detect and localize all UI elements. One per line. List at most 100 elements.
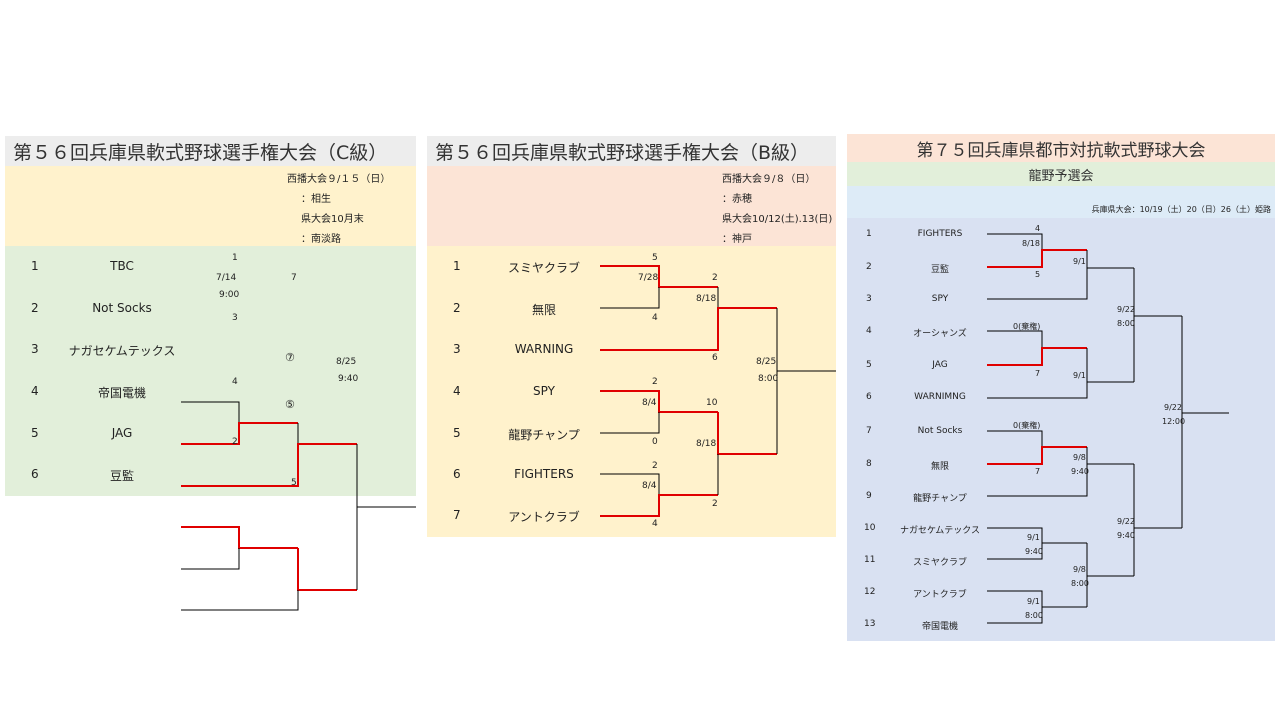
- bracket-line-winner: [600, 390, 718, 413]
- bracket-line: [987, 382, 1088, 399]
- match-time: 9:00: [219, 290, 240, 300]
- match-date: 9/22: [1117, 517, 1135, 526]
- seed-number: 13: [864, 619, 876, 629]
- info-line: 西播大会９/１５（日）: [287, 174, 391, 185]
- bracket-line: [600, 412, 660, 434]
- match-date: 8/18: [696, 439, 717, 449]
- team-name: JAG: [111, 426, 133, 440]
- info-line: ：赤穂: [722, 194, 752, 205]
- team-name: 無限: [930, 462, 949, 472]
- match-date: 8/4: [642, 481, 657, 491]
- match-time: 8:00: [1025, 611, 1043, 620]
- match-date: 9/8: [1073, 453, 1086, 462]
- match-time: 8:00: [1117, 319, 1135, 328]
- seed-number: 5: [31, 426, 39, 440]
- team-name: JAG: [932, 360, 948, 370]
- info-line: 兵庫県大会：10/19（土）20（日）26（土）姫路: [1091, 205, 1271, 214]
- seed-number: 5: [453, 426, 461, 440]
- match-time: 9:40: [1117, 531, 1135, 540]
- match-date: 8/25: [756, 357, 777, 367]
- team-name: ナガセケムテックス: [899, 526, 981, 536]
- team-name: FIGHTERS: [514, 467, 574, 481]
- score: 2: [712, 273, 718, 283]
- bracket-line: [1086, 348, 1134, 383]
- bracket-lines: [181, 401, 416, 611]
- bracket-lines: [987, 233, 1229, 624]
- match-date: 9/22: [1117, 305, 1135, 314]
- score: 4: [232, 377, 238, 387]
- match-date: 8/4: [642, 398, 657, 408]
- match-time: 8:00: [758, 374, 779, 384]
- score: 10: [706, 398, 718, 408]
- score: 7: [1035, 467, 1041, 476]
- info-box: 兵庫県大会：10/19（土）20（日）26（土）姫路: [847, 186, 1275, 218]
- match-date: 8/18: [696, 294, 717, 304]
- score: 4: [652, 519, 658, 529]
- bracket-line: [987, 233, 1043, 250]
- bracket-line-winner: [181, 526, 298, 549]
- bracket-line-winner: [181, 443, 357, 487]
- score: 5: [1035, 270, 1041, 279]
- bracket-line: [181, 548, 240, 570]
- info-line: ：南淡路: [301, 234, 341, 245]
- seed-number: 1: [866, 229, 872, 239]
- match-date: 7/14: [216, 273, 237, 283]
- panel-city-tournament: 第７５回兵庫県都市対抗軟式野球大会 龍野予選会 兵庫県大会：10/19（土）20…: [847, 134, 1275, 641]
- bracket-line-winner: [717, 412, 777, 455]
- seed-number: 5: [866, 360, 872, 370]
- seed-number: 1: [453, 259, 461, 273]
- team-name: WARNING: [514, 342, 574, 356]
- score: 4: [1035, 224, 1041, 233]
- match-date: 9/1: [1073, 371, 1086, 380]
- match-time: 8:00: [1071, 579, 1089, 588]
- score: 2: [652, 377, 658, 387]
- info-box: 西播大会９/１５（日） ：相生 県大会10月末 ：南淡路: [5, 166, 416, 246]
- seed-number: 6: [866, 392, 872, 402]
- match-date: 9/1: [1073, 257, 1086, 266]
- bracket-line: [1086, 250, 1134, 269]
- team-name: ナガセケムテックス: [68, 344, 176, 358]
- score: ⑤: [285, 398, 295, 411]
- bracket-line: [181, 401, 240, 444]
- seed-number: 8: [866, 459, 872, 469]
- bracket-line-winner: [600, 494, 718, 517]
- bracket-line: [987, 330, 1043, 348]
- panel-subtitle: 龍野予選会: [847, 162, 1275, 186]
- bracket-line: [600, 287, 660, 309]
- match-date: 9/1: [1027, 597, 1040, 606]
- seed-number: 6: [31, 467, 39, 481]
- seed-number: 3: [453, 342, 461, 356]
- team-name: 龍野チャンプ: [508, 428, 580, 442]
- match-time: 9:40: [338, 374, 359, 384]
- seed-number: 12: [864, 587, 876, 597]
- match-date: 7/28: [638, 273, 659, 283]
- info-line: ：相生: [301, 194, 331, 205]
- panel-c-class: 第５６回兵庫県軟式野球選手権大会（C級） 西播大会９/１５（日） ：相生 県大会…: [5, 136, 416, 611]
- seed-number: 2: [31, 301, 39, 315]
- bracket-line-winner: [987, 347, 1087, 366]
- score: 0: [652, 437, 658, 447]
- team-name: WARNIMNG: [914, 392, 966, 402]
- bracket-line-winner: [600, 307, 777, 351]
- seed-number: 1: [31, 259, 39, 273]
- match-date: 9/1: [1027, 533, 1040, 542]
- bracket-line: [987, 430, 1043, 447]
- team-name: Not Socks: [92, 301, 152, 315]
- team-name: 帝国電機: [97, 386, 146, 400]
- team-name: FIGHTERS: [917, 229, 963, 239]
- bracket-line-winner: [987, 446, 1087, 465]
- score: 1: [232, 253, 238, 263]
- score: 4: [652, 313, 658, 323]
- match-date: 9/8: [1073, 565, 1086, 574]
- panel-title: 第７５回兵庫県都市対抗軟式野球大会: [847, 134, 1275, 162]
- info-box: 西播大会９/８（日） ：赤穂 県大会10/12(土).13(日) ：神戸: [427, 166, 836, 246]
- bracket-line: [181, 590, 299, 611]
- score: 2: [232, 437, 238, 447]
- team-name: 豆監: [930, 265, 949, 275]
- match-time: 12:00: [1162, 417, 1186, 426]
- team-name: スミヤクラブ: [912, 558, 967, 568]
- seed-number: 7: [866, 426, 872, 436]
- bracket-line: [1086, 447, 1134, 465]
- match-time: 9:40: [1025, 547, 1043, 556]
- panel-title: 第５６回兵庫県軟式野球選手権大会（C級）: [5, 136, 416, 166]
